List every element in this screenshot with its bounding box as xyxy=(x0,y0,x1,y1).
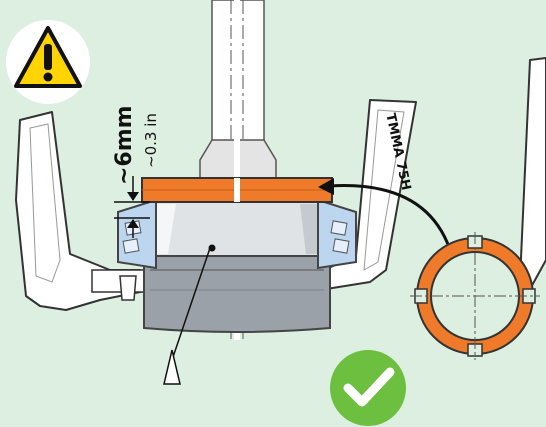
lock-nut-detail xyxy=(410,232,540,360)
distance-dimension xyxy=(114,176,150,238)
transfer-arrow xyxy=(318,178,454,257)
right-wrench-arm xyxy=(319,57,546,301)
bearing-housing xyxy=(143,255,331,333)
shaft xyxy=(199,0,277,340)
distance-inch-label: ~0.3 in xyxy=(142,113,160,168)
bearing-rollers-right xyxy=(317,198,357,270)
lock-nut xyxy=(141,177,333,203)
checkmark-icon xyxy=(330,350,406,426)
bearing-rollers-left xyxy=(117,198,157,270)
left-wrench-arm xyxy=(15,111,153,311)
distance-mm-label: ~6mm xyxy=(112,105,137,185)
warning-icon xyxy=(14,26,82,88)
part-pointer xyxy=(163,244,216,385)
inner-ring xyxy=(142,199,332,257)
